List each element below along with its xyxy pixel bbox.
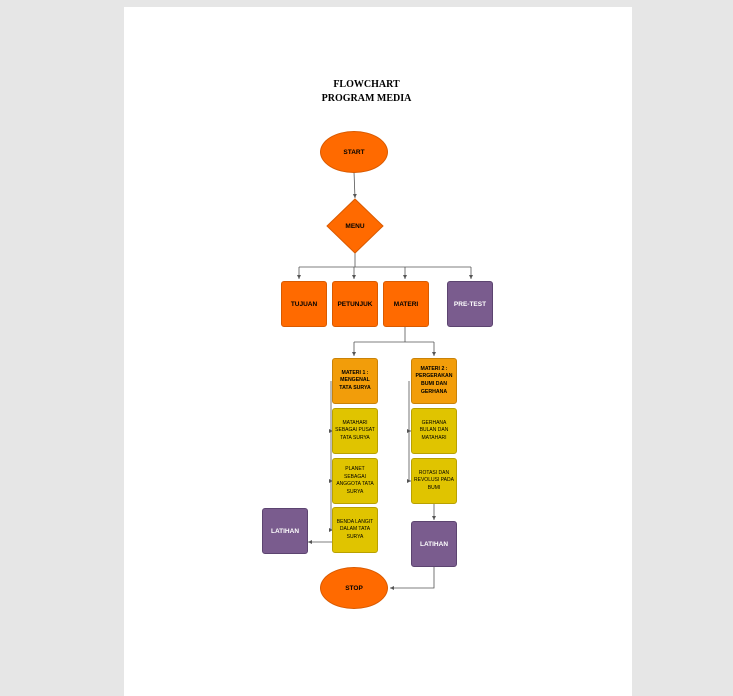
start-terminal: START bbox=[320, 131, 388, 173]
latihan-right-box: LATIHAN bbox=[411, 521, 457, 567]
materi1-box: MATERI 1 : MENGENAL TATA SURYA bbox=[332, 358, 378, 404]
materi1-sub3-box: BENDA LANGIT DALAM TATA SURYA bbox=[332, 507, 378, 553]
materi1-sub1-box: MATAHARI SEBAGAI PUSAT TATA SURYA bbox=[332, 408, 378, 454]
petunjuk-box: PETUNJUK bbox=[332, 281, 378, 327]
menu-label: MENU bbox=[345, 222, 365, 230]
tujuan-box: TUJUAN bbox=[281, 281, 327, 327]
pretest-box: PRE-TEST bbox=[447, 281, 493, 327]
menu-decision: MENU bbox=[326, 198, 384, 254]
materi2-sub2-box: ROTASI DAN REVOLUSI PADA BUMI bbox=[411, 458, 457, 504]
materi2-box: MATERI 2 : PERGERAKAN BUMI DAN GERHANA bbox=[411, 358, 457, 404]
diagram-title-line2: PROGRAM MEDIA bbox=[321, 93, 412, 104]
latihan-left-box: LATIHAN bbox=[262, 508, 308, 554]
materi1-sub2-box: PLANET SEBAGAI ANGGOTA TATA SURYA bbox=[332, 458, 378, 504]
edge-start-menu bbox=[352, 171, 357, 199]
stop-terminal: STOP bbox=[320, 567, 388, 609]
materi2-sub1-box: GERHANA BULAN DAN MATAHARI bbox=[411, 408, 457, 454]
materi-box: MATERI bbox=[383, 281, 429, 327]
diagram-title-line1: FLOWCHART bbox=[333, 79, 400, 90]
edge-to-stop bbox=[390, 567, 435, 590]
